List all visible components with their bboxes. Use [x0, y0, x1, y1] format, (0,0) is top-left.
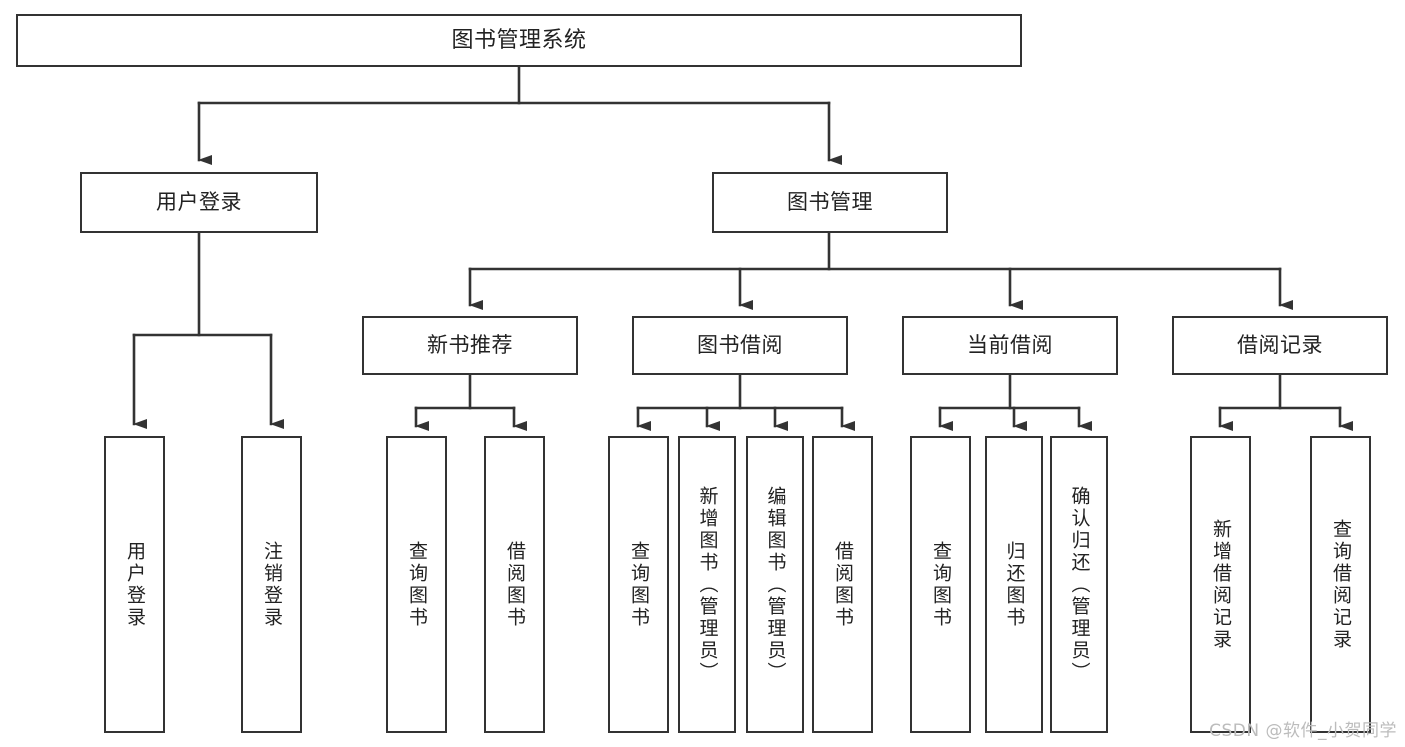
node-book-borrow-label: 图书借阅 [697, 333, 783, 358]
csdn-watermark: CSDN @软件_小贺同学 [1209, 721, 1397, 741]
node-root[interactable]: 图书管理系统 [16, 14, 1022, 67]
node-leaf-return-book[interactable]: 归还图书 [985, 436, 1043, 733]
node-current-borrow[interactable]: 当前借阅 [902, 316, 1118, 375]
node-leaf-borrow-book-1-label: 借阅图书 [504, 540, 526, 629]
node-leaf-user-login-label: 用户登录 [124, 540, 146, 629]
node-leaf-query-book-2-label: 查询图书 [628, 540, 650, 629]
node-leaf-return-book-label: 归还图书 [1003, 540, 1026, 629]
node-leaf-add-record-label: 新增借阅记录 [1210, 518, 1232, 651]
node-leaf-confirm-return[interactable]: 确认归还（管理员） [1050, 436, 1108, 733]
node-book-manage[interactable]: 图书管理 [712, 172, 948, 233]
node-leaf-query-book-1[interactable]: 查询图书 [386, 436, 447, 733]
node-current-borrow-label: 当前借阅 [967, 333, 1053, 358]
node-leaf-query-book-1-label: 查询图书 [406, 540, 428, 629]
node-leaf-query-book-3-label: 查询图书 [930, 540, 952, 629]
node-leaf-query-record[interactable]: 查询借阅记录 [1310, 436, 1371, 733]
node-borrow-record[interactable]: 借阅记录 [1172, 316, 1388, 375]
node-new-book-recommend-label: 新书推荐 [427, 333, 513, 358]
node-leaf-add-book[interactable]: 新增图书（管理员） [678, 436, 736, 733]
node-leaf-query-book-2[interactable]: 查询图书 [608, 436, 669, 733]
node-leaf-edit-book-label: 编辑图书（管理员） [764, 485, 787, 684]
node-book-manage-label: 图书管理 [787, 190, 873, 215]
node-leaf-add-book-label: 新增图书（管理员） [696, 485, 719, 684]
node-user-login[interactable]: 用户登录 [80, 172, 318, 233]
node-borrow-record-label: 借阅记录 [1237, 333, 1323, 358]
node-leaf-borrow-book-1[interactable]: 借阅图书 [484, 436, 545, 733]
node-leaf-query-book-3[interactable]: 查询图书 [910, 436, 971, 733]
node-leaf-confirm-return-label: 确认归还（管理员） [1068, 485, 1091, 684]
node-leaf-add-record[interactable]: 新增借阅记录 [1190, 436, 1251, 733]
node-user-login-label: 用户登录 [156, 190, 242, 215]
node-leaf-user-login[interactable]: 用户登录 [104, 436, 165, 733]
node-leaf-borrow-book-2-label: 借阅图书 [832, 540, 854, 629]
node-root-label: 图书管理系统 [451, 27, 587, 53]
node-leaf-edit-book[interactable]: 编辑图书（管理员） [746, 436, 804, 733]
node-new-book-recommend[interactable]: 新书推荐 [362, 316, 578, 375]
node-leaf-query-record-label: 查询借阅记录 [1330, 518, 1352, 651]
node-leaf-logout-label: 注销登录 [261, 540, 283, 629]
node-book-borrow[interactable]: 图书借阅 [632, 316, 848, 375]
node-leaf-logout[interactable]: 注销登录 [241, 436, 302, 733]
node-leaf-borrow-book-2[interactable]: 借阅图书 [812, 436, 873, 733]
